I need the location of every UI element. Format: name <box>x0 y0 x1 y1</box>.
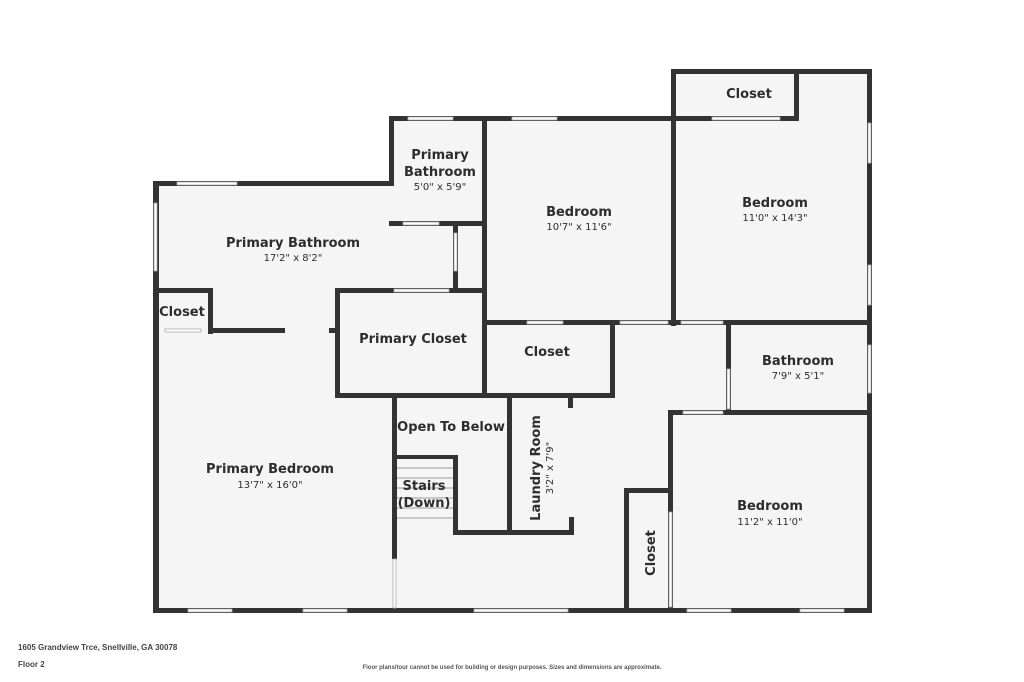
windows <box>153 116 872 613</box>
closet-top-right-label: Closet <box>726 87 772 102</box>
disclaimer-text: Floor plans/tour cannot be used for buil… <box>362 665 662 671</box>
primary-bathroom-main-dim: 17'2" x 8'2" <box>264 253 323 264</box>
bedroom-top-right-label: Bedroom <box>742 196 808 211</box>
bathroom-dim: 7'9" x 5'1" <box>772 371 824 382</box>
laundry-room-label: Laundry Room <box>529 415 544 521</box>
address-text: 1605 Grandview Trce, Snellville, GA 3007… <box>18 643 178 652</box>
stair-treads <box>397 467 453 519</box>
primary-bathroom-small-dim: 5'0" x 5'9" <box>414 182 466 193</box>
primary-bedroom-dim: 13'7" x 16'0" <box>237 480 302 491</box>
primary-bathroom-small-label-2: Bathroom <box>404 165 476 180</box>
primary-bathroom-small-label-1: Primary <box>411 148 469 163</box>
closet-center-label: Closet <box>524 345 570 360</box>
laundry-room-dim: 3'2" x 7'9" <box>545 442 556 494</box>
bedroom-bottom-right-dim: 11'2" x 11'0" <box>737 517 802 528</box>
bathroom-label: Bathroom <box>762 354 834 369</box>
bedroom-bottom-right-label: Bedroom <box>737 499 803 514</box>
bedroom-center-dim: 10'7" x 11'6" <box>546 222 611 233</box>
floor-fill <box>157 72 869 610</box>
primary-bathroom-main-label: Primary Bathroom <box>226 236 360 251</box>
open-to-below-label: Open To Below <box>397 420 505 435</box>
closet-bottom-label: Closet <box>644 530 659 576</box>
primary-closet-label: Primary Closet <box>359 332 467 347</box>
bedroom-top-right-dim: 11'0" x 14'3" <box>742 213 807 224</box>
stairs-label-2: (Down) <box>398 496 451 511</box>
floor-label: Floor 2 <box>18 660 45 669</box>
stairs-label-1: Stairs <box>403 479 446 494</box>
bedroom-center-label: Bedroom <box>546 205 612 220</box>
primary-bedroom-label: Primary Bedroom <box>206 462 334 477</box>
closet-left-label: Closet <box>159 305 205 320</box>
room-labels: Closet Primary Bathroom 5'0" x 5'9" Bedr… <box>159 87 834 576</box>
